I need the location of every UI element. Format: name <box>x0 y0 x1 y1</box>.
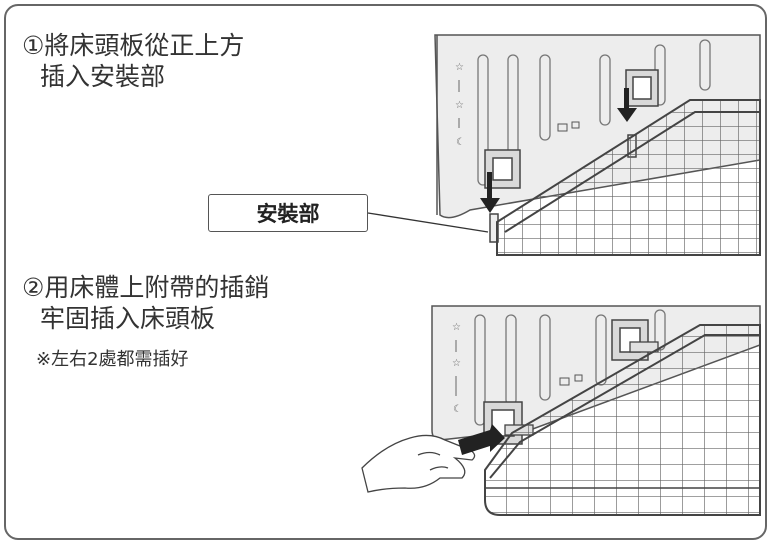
note-text: ※左右2處都需插好 <box>36 349 189 370</box>
step2-line2: 牢固插入床頭板 <box>40 304 216 333</box>
down-arrow-icon <box>480 172 500 213</box>
mounting-part-label: 安裝部 <box>208 194 368 232</box>
step2-number: ② <box>22 273 45 302</box>
moon-icon: ☾ <box>456 137 465 148</box>
step1-number: ① <box>22 31 45 60</box>
step1-text: ①將床頭板從正上方 插入安裝部 <box>22 30 244 92</box>
star-icon: ☆ <box>455 100 464 111</box>
star-icon: ☆ <box>452 322 461 333</box>
step1-line2: 插入安裝部 <box>40 62 166 91</box>
down-arrow-icon <box>617 88 637 122</box>
bed-frame-mesh <box>496 99 761 256</box>
hand-icon <box>361 434 476 493</box>
illustration-step2: ☆ ☆ ☾ <box>361 305 761 516</box>
callout-line <box>367 212 489 233</box>
moon-icon: ☾ <box>453 404 462 415</box>
right-arrow-icon <box>458 424 505 455</box>
step1-line1: 將床頭板從正上方 <box>44 31 245 60</box>
illustration-step1: ☆ ☆ ☾ <box>434 34 761 256</box>
bed-frame-mesh <box>484 324 761 516</box>
step2-text: ②用床體上附帶的插銷 牢固插入床頭板 <box>22 272 269 334</box>
star-icon: ☆ <box>452 358 461 369</box>
step2-line1: 用床體上附帶的插銷 <box>44 273 270 302</box>
star-icon: ☆ <box>455 62 464 73</box>
